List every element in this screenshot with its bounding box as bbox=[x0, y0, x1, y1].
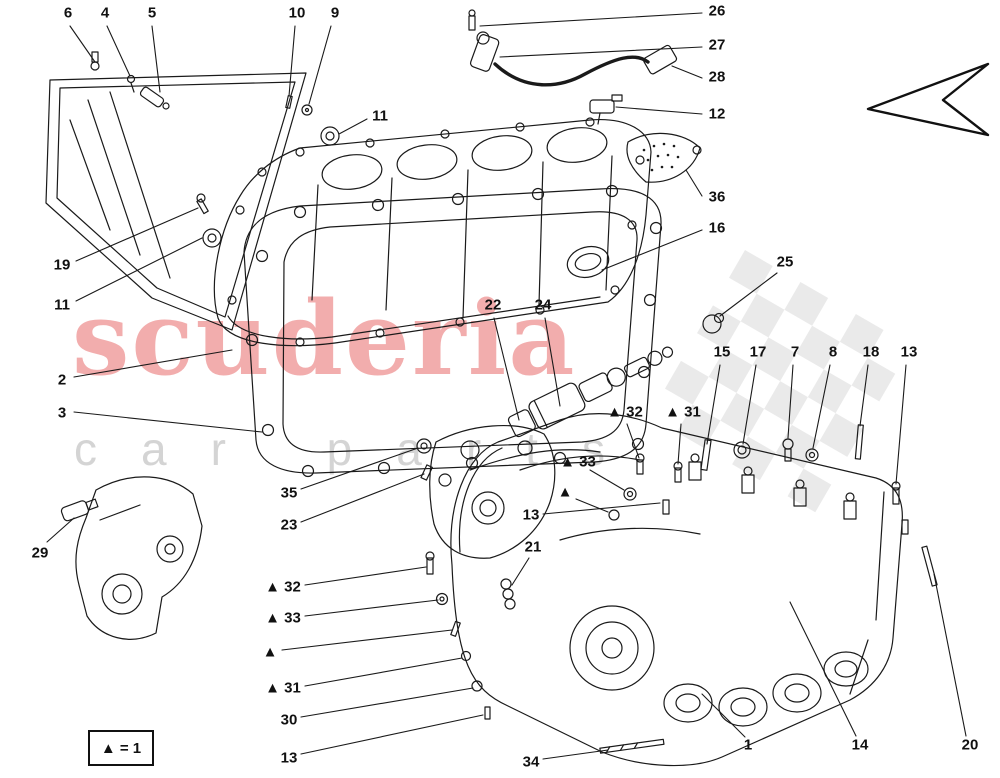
part-callout-29[interactable]: 29 bbox=[31, 544, 49, 562]
part-callout-21[interactable]: 21 bbox=[524, 538, 542, 556]
part-callout-33[interactable]: ▲ 33 bbox=[560, 453, 596, 471]
watermark-title: scuderia bbox=[72, 279, 577, 399]
heat-shield-plate bbox=[45, 72, 307, 331]
part-callout-8[interactable]: 8 bbox=[828, 343, 838, 361]
part-callout-1[interactable]: 1 bbox=[743, 736, 753, 754]
part-callout-11[interactable]: 11 bbox=[372, 107, 388, 125]
valve-cover bbox=[213, 117, 652, 347]
part-callout-31[interactable]: ▲ 31 bbox=[665, 403, 701, 421]
part-callout-14[interactable]: 14 bbox=[851, 736, 869, 754]
part-callout-25[interactable]: 25 bbox=[776, 253, 794, 271]
part-callout-34[interactable]: 34 bbox=[522, 753, 540, 771]
shield-fasteners bbox=[90, 51, 170, 110]
part-callout-31[interactable]: ▲ 31 bbox=[265, 679, 301, 697]
part-callout-32[interactable]: ▲ 32 bbox=[265, 578, 301, 596]
mount-bracket bbox=[60, 476, 203, 640]
part-callout-4[interactable]: 4 bbox=[100, 4, 110, 22]
part-callout-10[interactable]: 10 bbox=[288, 4, 306, 22]
part-callout-13[interactable]: 13 bbox=[522, 506, 540, 524]
part-callout-36[interactable]: 36 bbox=[708, 188, 726, 206]
triangle-legend: ▲ = 1 bbox=[88, 730, 154, 766]
part-callout-30[interactable]: 30 bbox=[280, 711, 298, 729]
part-callout-13[interactable]: 13 bbox=[900, 343, 918, 361]
part-marker-triangle[interactable]: ▲ bbox=[262, 643, 278, 661]
part-callout-26[interactable]: 26 bbox=[708, 2, 726, 20]
part-callout-20[interactable]: 20 bbox=[961, 736, 979, 754]
part-callout-2[interactable]: 2 bbox=[57, 371, 67, 389]
solenoid-assembly bbox=[507, 312, 725, 438]
part-callout-15[interactable]: 15 bbox=[713, 343, 731, 361]
part-callout-24[interactable]: 24 bbox=[534, 296, 552, 314]
breather-fitting bbox=[589, 94, 623, 125]
part-callout-35[interactable]: 35 bbox=[280, 484, 298, 502]
part-marker-triangle[interactable]: ▲ bbox=[557, 483, 573, 501]
part-callout-9[interactable]: 9 bbox=[330, 4, 340, 22]
direction-arrow-icon bbox=[866, 62, 990, 137]
part-callout-6[interactable]: 6 bbox=[63, 4, 73, 22]
front-cover bbox=[416, 425, 556, 559]
part-callout-27[interactable]: 27 bbox=[708, 36, 726, 54]
perforated-plate bbox=[626, 132, 702, 183]
part-callout-17[interactable]: 17 bbox=[749, 343, 767, 361]
part-callout-11[interactable]: 11 bbox=[54, 296, 70, 314]
part-callout-33[interactable]: ▲ 33 bbox=[265, 609, 301, 627]
legend-text: ▲ = 1 bbox=[100, 739, 142, 757]
small-fasteners bbox=[425, 424, 938, 754]
part-callout-19[interactable]: 19 bbox=[53, 256, 71, 274]
part-callout-23[interactable]: 23 bbox=[280, 516, 298, 534]
part-callout-12[interactable]: 12 bbox=[708, 105, 726, 123]
part-callout-28[interactable]: 28 bbox=[708, 68, 726, 86]
part-callout-3[interactable]: 3 bbox=[57, 404, 67, 422]
part-callout-22[interactable]: 22 bbox=[484, 296, 502, 314]
leader-lines bbox=[46, 12, 967, 760]
part-callout-13[interactable]: 13 bbox=[280, 749, 298, 767]
part-callout-18[interactable]: 18 bbox=[862, 343, 880, 361]
cylinder-head bbox=[450, 413, 903, 767]
part-callout-32[interactable]: ▲ 32 bbox=[607, 403, 643, 421]
part-callout-5[interactable]: 5 bbox=[147, 4, 157, 22]
part-callout-16[interactable]: 16 bbox=[708, 219, 726, 237]
watermark-subtitle: car parts bbox=[74, 423, 649, 475]
part-callout-7[interactable]: 7 bbox=[790, 343, 800, 361]
gasket bbox=[243, 184, 663, 478]
cam-sensor-cable bbox=[468, 9, 678, 87]
